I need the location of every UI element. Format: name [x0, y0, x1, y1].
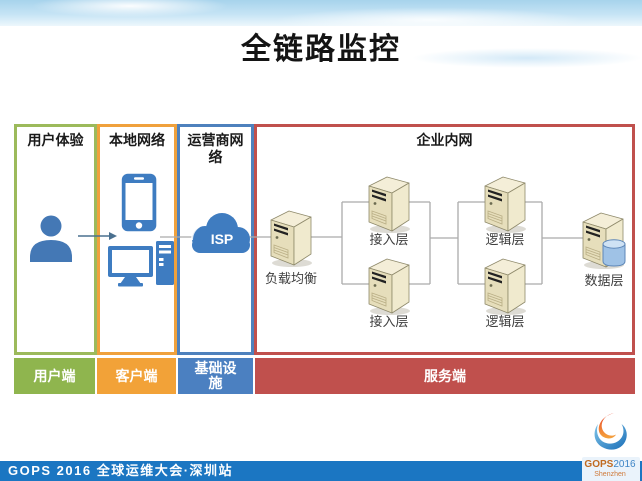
conference-title: GOPS 2016 全球运维大会·深圳站: [8, 463, 234, 478]
footer-bar: GOPS 2016 全球运维大会·深圳站: [0, 461, 642, 481]
server-label-logic-bottom: 逻辑层: [485, 314, 525, 329]
column-user-experience: 用户体验: [14, 124, 97, 355]
column-header: 本地网络: [109, 132, 165, 148]
band-label: 用户端: [33, 367, 76, 384]
band-label: 基础设施: [194, 360, 237, 391]
server-label-load-balancer: 负载均衡: [264, 271, 317, 286]
logo-city-text: Shenzhen: [594, 471, 626, 478]
page-title: 全链路监控: [241, 33, 401, 66]
column-header: 运营商网络: [187, 132, 244, 165]
band-client-side: 客户端: [97, 358, 176, 394]
decorative-header-band: [0, 0, 642, 26]
server-label-access-bottom: 接入层: [369, 314, 409, 329]
decorative-wisp: [412, 48, 642, 68]
column-header: 企业内网: [416, 132, 473, 148]
logo-gops-text: GOPS: [584, 459, 614, 470]
logo-text: GOPS2016: [583, 459, 637, 470]
column-header: 用户体验: [27, 132, 84, 148]
column-enterprise-intranet: 企业内网: [254, 124, 635, 355]
column-carrier-network: 运营商网络: [177, 124, 254, 355]
server-label-access-top: 接入层: [369, 232, 409, 247]
band-label: 客户端: [115, 367, 158, 384]
logo-background-patch: [582, 457, 640, 481]
band-server-side: 服务端: [255, 358, 635, 394]
gops-swirl-icon: [594, 413, 627, 450]
logo-year-text: 2016: [613, 459, 636, 470]
band-user-side: 用户端: [14, 358, 95, 394]
band-infrastructure: 基础设施: [178, 358, 253, 394]
band-label: 服务端: [424, 367, 466, 384]
server-label-logic-top: 逻辑层: [485, 232, 525, 247]
column-local-network: 本地网络: [97, 124, 177, 355]
server-label-data: 数据层: [584, 273, 624, 288]
gops-logo: GOPS2016 Shenzhen: [580, 411, 640, 481]
